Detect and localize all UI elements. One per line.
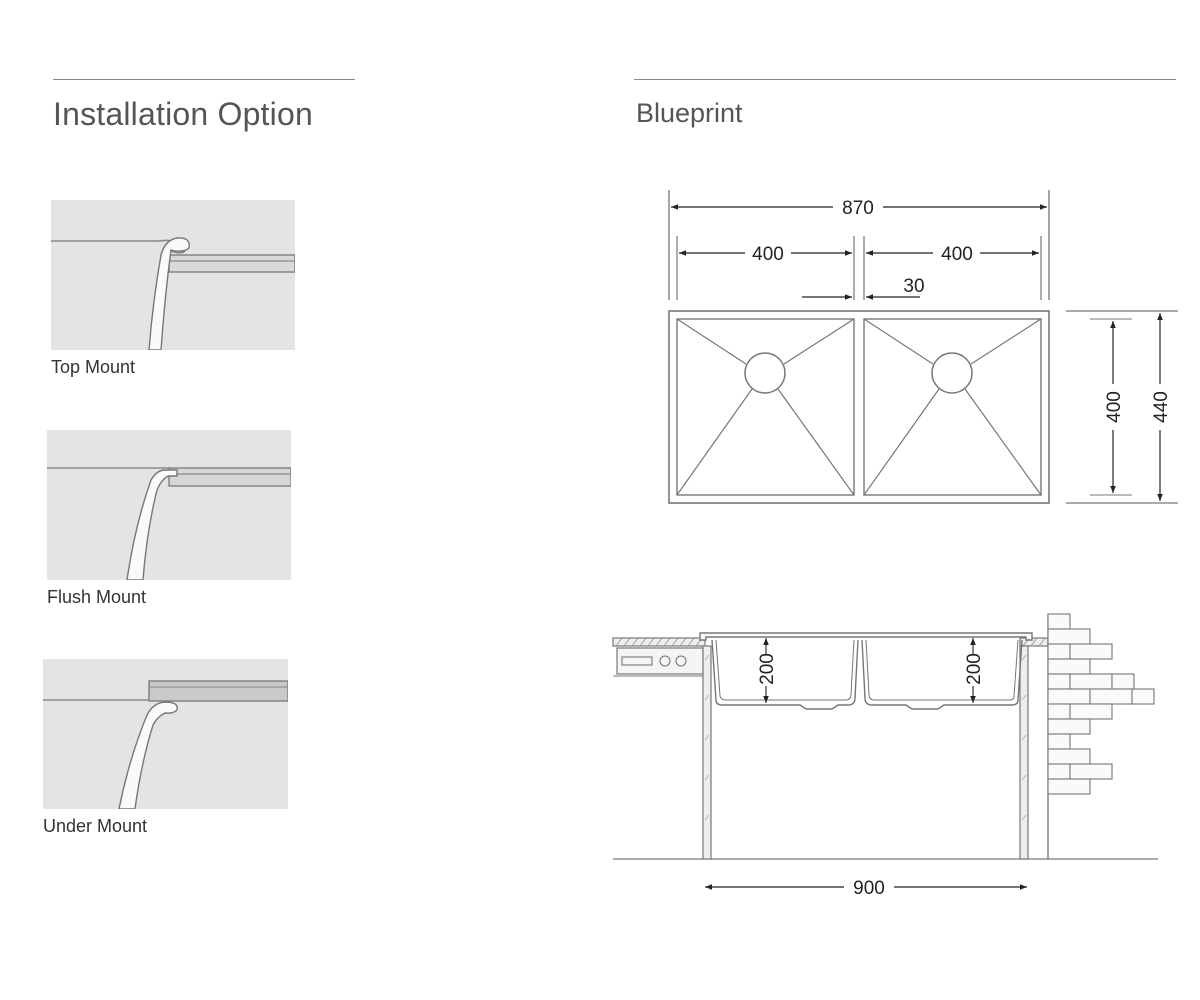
blueprint-top-rule: [634, 79, 1176, 80]
under-mount-illustration: [43, 659, 288, 809]
dimension-30-label: 30: [903, 276, 924, 297]
dimension-left-bowl-200-label: 200: [757, 653, 778, 685]
dimension-right-bowl-200: 200: [964, 638, 985, 703]
dimension-right-400: 400: [866, 244, 1039, 265]
flush-mount-label: Flush Mount: [47, 587, 147, 607]
dimension-right-400-label: 400: [941, 244, 973, 265]
dimension-left-400: 400: [679, 244, 852, 265]
installation-title: Installation Option: [53, 96, 313, 132]
under-mount-label: Under Mount: [43, 816, 148, 836]
dimension-right-bowl-200-label: 200: [964, 653, 985, 685]
dimension-depth-400-label: 400: [1104, 391, 1125, 423]
dimension-900-label: 900: [853, 878, 885, 899]
dimension-870: 870: [671, 198, 1047, 219]
side-view: [612, 613, 1158, 860]
dimension-30: 30: [802, 276, 925, 300]
installation-top-rule: [53, 79, 355, 80]
flush-mount-illustration: [47, 430, 291, 580]
dimension-depth-440-label: 440: [1151, 391, 1172, 423]
dimension-900: 900: [705, 878, 1027, 899]
top-mount-label: Top Mount: [51, 357, 136, 377]
dimension-870-label: 870: [842, 198, 874, 219]
dimension-depth-440: 440: [1151, 313, 1172, 501]
dimension-depth-400: 400: [1104, 321, 1125, 493]
dimension-left-400-label: 400: [752, 244, 784, 265]
dimension-left-bowl-200: 200: [757, 638, 778, 703]
top-mount-illustration: [51, 200, 295, 350]
top-view: [668, 190, 1178, 504]
blueprint-title: Blueprint: [636, 98, 743, 128]
